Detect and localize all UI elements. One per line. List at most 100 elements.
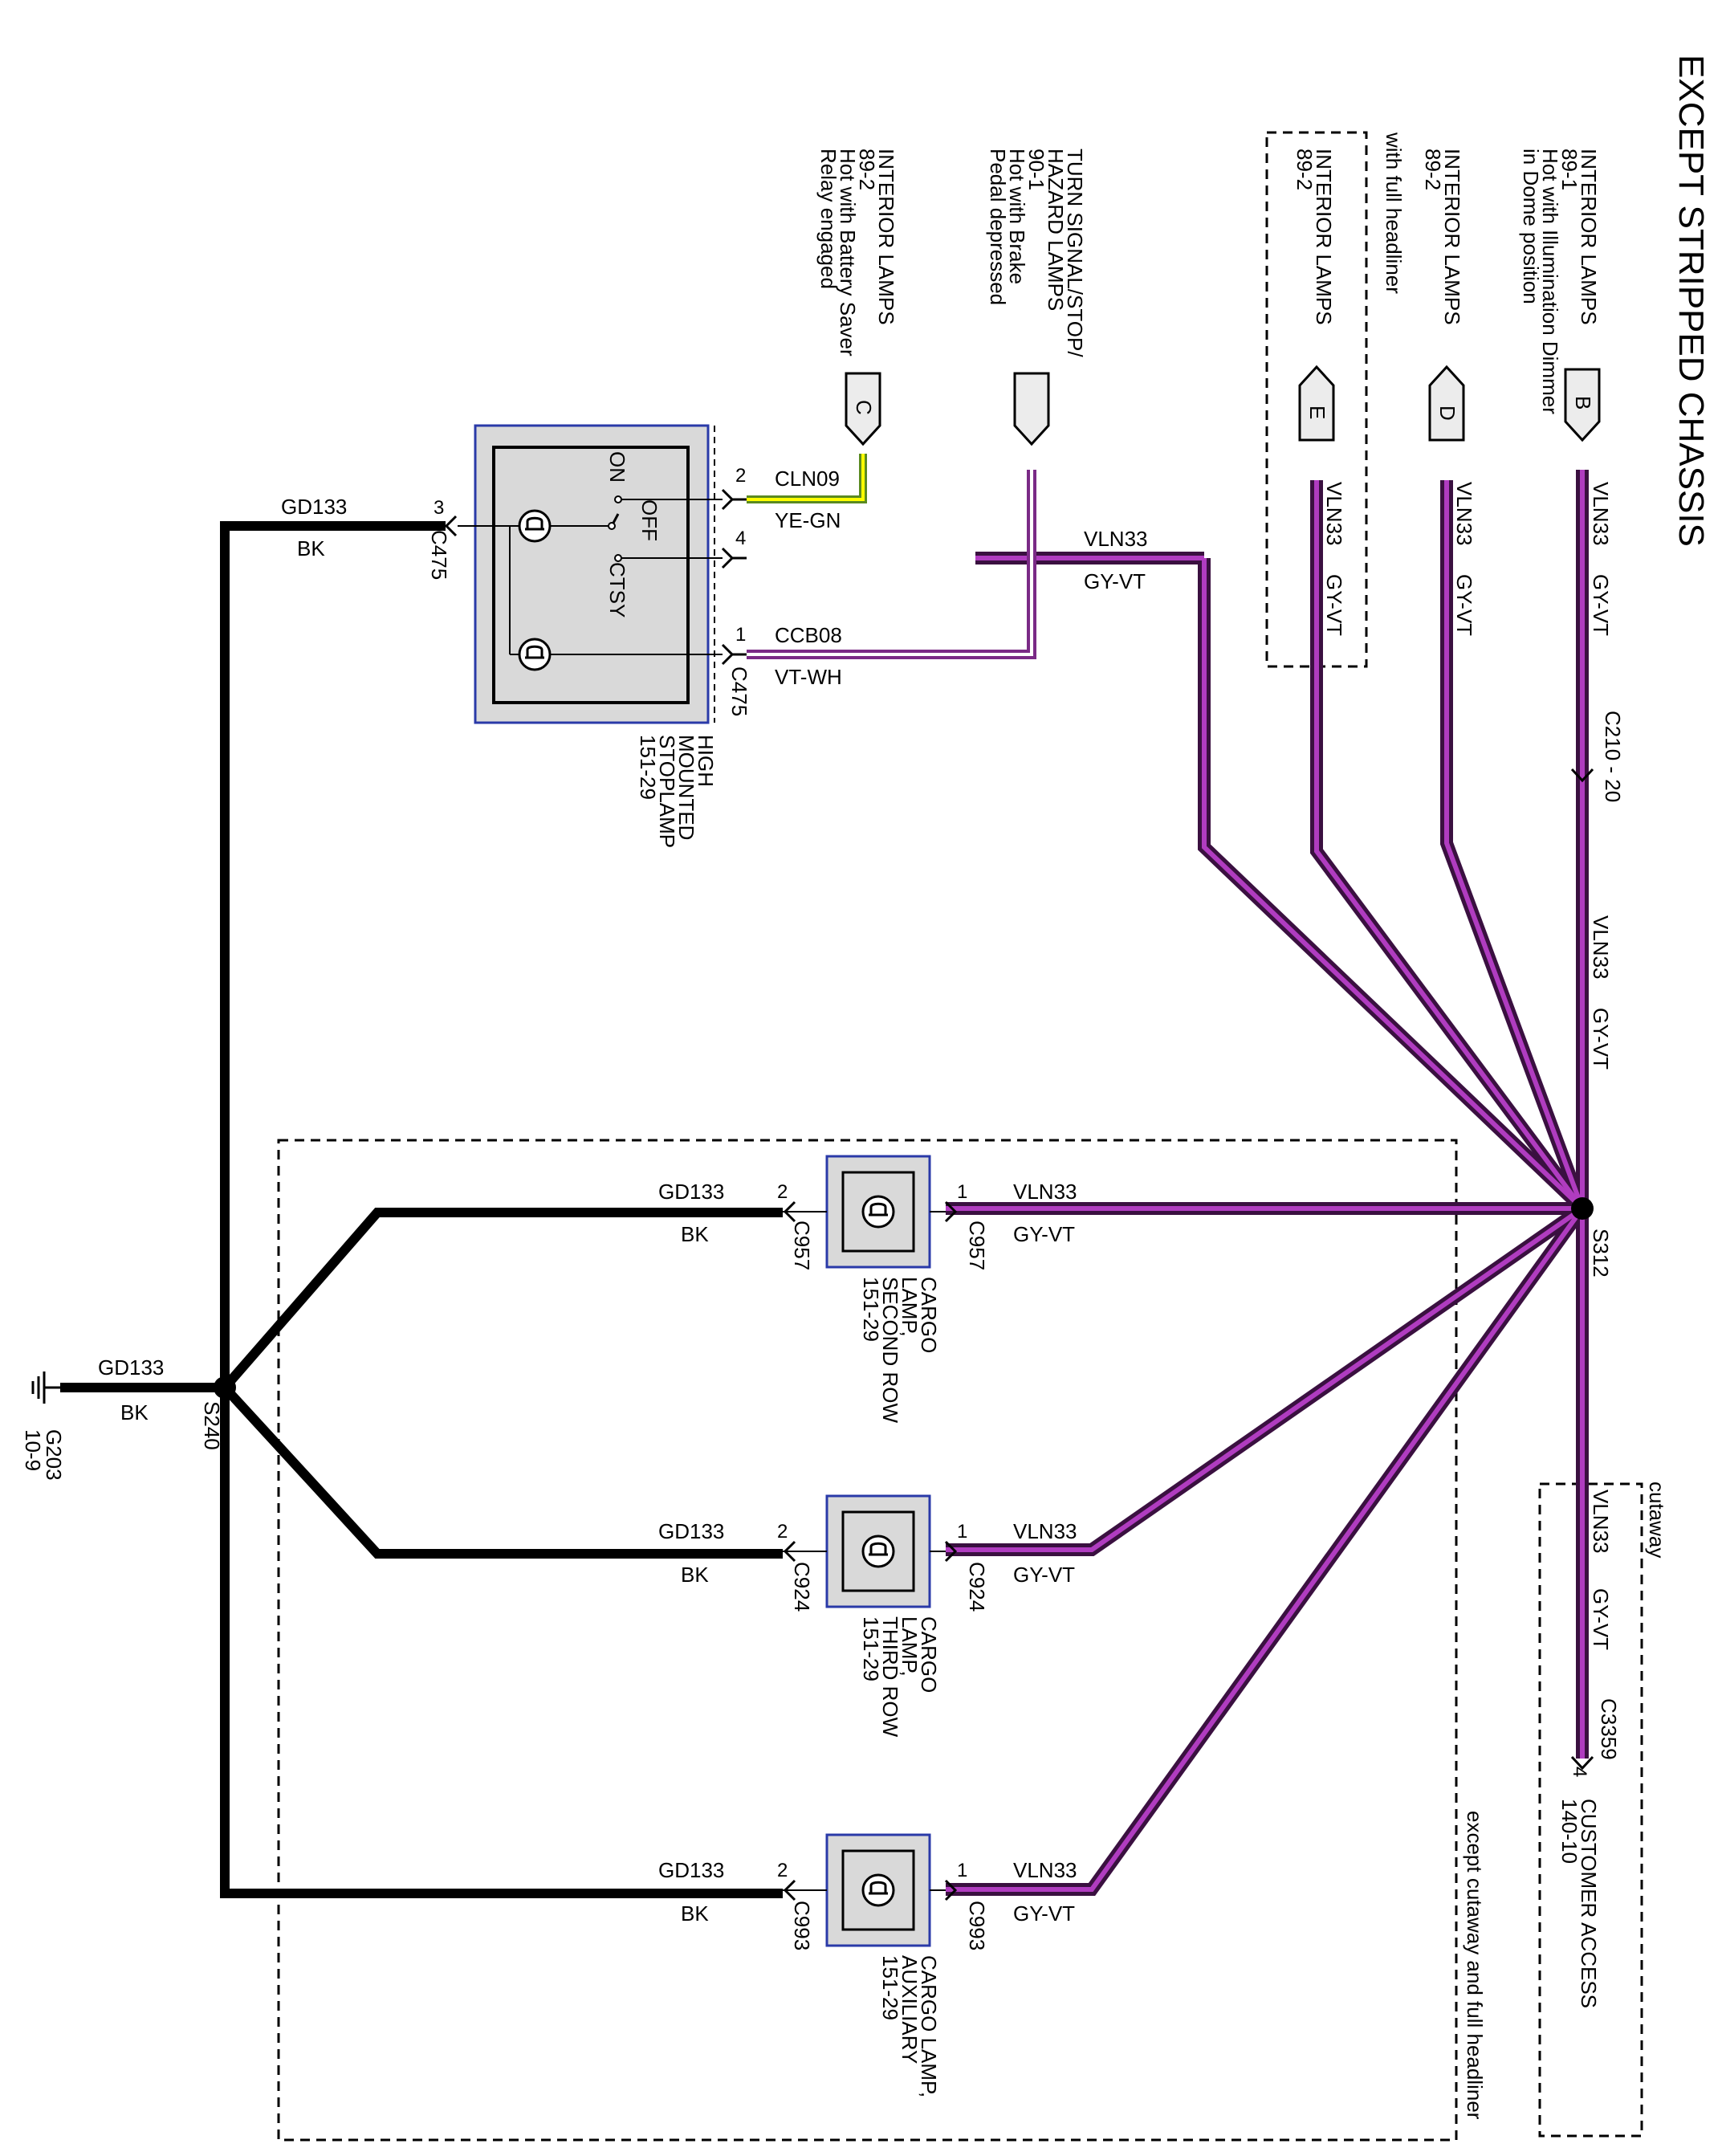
source-b-line-4: in Dome position (1519, 149, 1543, 304)
cln09-color: YE-GN (775, 508, 841, 532)
cargo1-name-2: LAMP, (898, 1277, 922, 1337)
stoplamp-switch-on: ON (605, 451, 629, 483)
source-c-line-3: Hot with Battery Saver (836, 149, 860, 357)
cargo-dashed-box (277, 1139, 1458, 2142)
source-e-line-2: 89-2 (1293, 149, 1317, 190)
source-turn-connector (1013, 372, 1050, 446)
cargo1-ground-circuit: GD133 (658, 1180, 724, 1204)
cargo3-ground-circuit: GD133 (658, 1858, 724, 1882)
wire-b2-color: GY-VT (1589, 1008, 1613, 1070)
source-turn-line-2: HAZARD LAMPS (1044, 149, 1068, 311)
cargo3-name-2: AUXILIARY (898, 1955, 922, 2064)
cargo3-ground-color: BK (681, 1901, 709, 1926)
wire-b-circuit: VLN33 (1589, 482, 1613, 546)
cargo3-name-3: 151-29 (878, 1955, 902, 2020)
cargo2-conn-right: C924 (965, 1562, 989, 1612)
source-d-connector: D (1428, 365, 1465, 442)
high-mounted-stoplamp (444, 424, 747, 724)
source-turn-line-5: Pedal depressed (986, 149, 1010, 305)
s312-label: S312 (1589, 1229, 1613, 1278)
cargo1-power-color: GY-VT (1013, 1222, 1075, 1246)
cargo2-power-circuit: VLN33 (1013, 1519, 1077, 1543)
ground-name: G203 (42, 1429, 66, 1481)
cargo2-ground-circuit: GD133 (658, 1519, 724, 1543)
cargo2-name-4: 151-29 (859, 1616, 883, 1681)
stoplamp-pin-1: 1 (735, 624, 746, 646)
cutaway-label: cutaway (1645, 1481, 1669, 1558)
source-d-letter: D (1435, 406, 1459, 421)
source-turn-line-1: TURN SIGNAL/STOP/ (1063, 149, 1087, 357)
cargo2-name-2: LAMP, (898, 1616, 922, 1677)
stoplamp-name-4: 151-29 (636, 735, 660, 800)
wire-e-color: GY-VT (1322, 574, 1346, 636)
c3359-pin: 4 (1569, 1767, 1590, 1777)
source-b-letter: B (1571, 396, 1595, 410)
source-e-line-1: INTERIOR LAMPS (1312, 149, 1336, 325)
wire-d-circuit: VLN33 (1452, 482, 1476, 546)
ccb08-circuit: CCB08 (775, 623, 842, 647)
cargo-lamp-third-row (783, 1494, 958, 1608)
wire-e-circuit: VLN33 (1322, 482, 1346, 546)
source-c-connector: C (845, 372, 881, 446)
wire-d-color: GY-VT (1452, 574, 1476, 636)
cargo3-conn-right: C993 (965, 1901, 989, 1950)
source-c-line-2: 89-2 (855, 149, 879, 190)
splice-s240 (214, 1376, 236, 1399)
gd133-stoplamp-circuit: GD133 (281, 495, 347, 519)
cargo1-conn-right: C957 (965, 1221, 989, 1270)
stoplamp-switch-off: OFF (637, 499, 662, 541)
gd133-stoplamp-color: BK (297, 536, 325, 560)
cargo2-pin-power: 1 (957, 1521, 967, 1543)
wire-b-color: GY-VT (1589, 574, 1613, 636)
ground-wire-color: BK (120, 1400, 149, 1424)
c210-connector-icon (1570, 768, 1594, 783)
c3359-connector-icon (1570, 1755, 1594, 1771)
cargo1-pin-ground: 2 (777, 1181, 788, 1203)
cargo-lamp-second-row (783, 1155, 958, 1269)
ground-wire-circuit: GD133 (98, 1355, 164, 1380)
cargo3-name-1: CARGO LAMP, (917, 1955, 941, 2097)
ground-page: 10-9 (21, 1429, 45, 1471)
stoplamp-pin-4: 4 (735, 528, 746, 549)
cargo3-pin-power: 1 (957, 1860, 967, 1881)
cargo3-conn-left: C993 (790, 1901, 814, 1950)
splice-s312 (1571, 1197, 1594, 1220)
cargo3-power-color: GY-VT (1013, 1901, 1075, 1926)
cargo1-name-1: CARGO (917, 1277, 941, 1353)
source-d-line-2: 89-2 (1421, 149, 1445, 190)
cargo1-conn-left: C957 (790, 1221, 814, 1270)
power-wires (747, 454, 1589, 1896)
vln33-stoplamp-circuit: VLN33 (1084, 527, 1148, 551)
c475-label-top: C475 (427, 530, 451, 580)
c475-label-bottom: C475 (727, 666, 751, 716)
diagram-title: EXCEPT STRIPPED CHASSIS (1671, 55, 1711, 547)
source-turn-line-4: Hot with Brake (1005, 149, 1029, 284)
cargo2-ground-color: BK (681, 1563, 709, 1587)
cargo2-power-color: GY-VT (1013, 1563, 1075, 1587)
cargo-lamp-auxiliary (783, 1833, 958, 1947)
cargo2-name-1: CARGO (917, 1616, 941, 1693)
cargo1-pin-power: 1 (957, 1181, 967, 1203)
cargo1-power-circuit: VLN33 (1013, 1180, 1077, 1204)
ground-symbol-icon (31, 1371, 60, 1404)
cln09-circuit: CLN09 (775, 467, 840, 491)
source-e-letter: E (1305, 406, 1329, 419)
stoplamp-name-2: MOUNTED (674, 735, 698, 840)
c210-label: C210 - 20 (1601, 711, 1625, 802)
stoplamp-name-1: HIGH (694, 735, 718, 787)
cargo2-name-3: THIRD ROW (878, 1616, 902, 1738)
source-c-line-1: INTERIOR LAMPS (874, 149, 898, 325)
source-d-note: with full headliner (1382, 132, 1406, 294)
source-e-connector: E (1298, 365, 1335, 442)
s240-label: S240 (200, 1401, 224, 1450)
ccb08-color: VT-WH (775, 665, 842, 689)
except-label: except cutaway and full headliner (1463, 1811, 1487, 2120)
customer-access-1: CUSTOMER ACCESS (1577, 1799, 1601, 2008)
cutaway-dashed-box (1538, 1482, 1643, 2138)
ground-wires (60, 521, 783, 1898)
vln33-stoplamp-color: GY-VT (1084, 569, 1146, 593)
stoplamp-pin-2: 2 (735, 465, 746, 487)
source-b-line-3: Hot with Illumination Dimmer (1538, 149, 1562, 414)
source-c-letter: C (852, 400, 876, 415)
